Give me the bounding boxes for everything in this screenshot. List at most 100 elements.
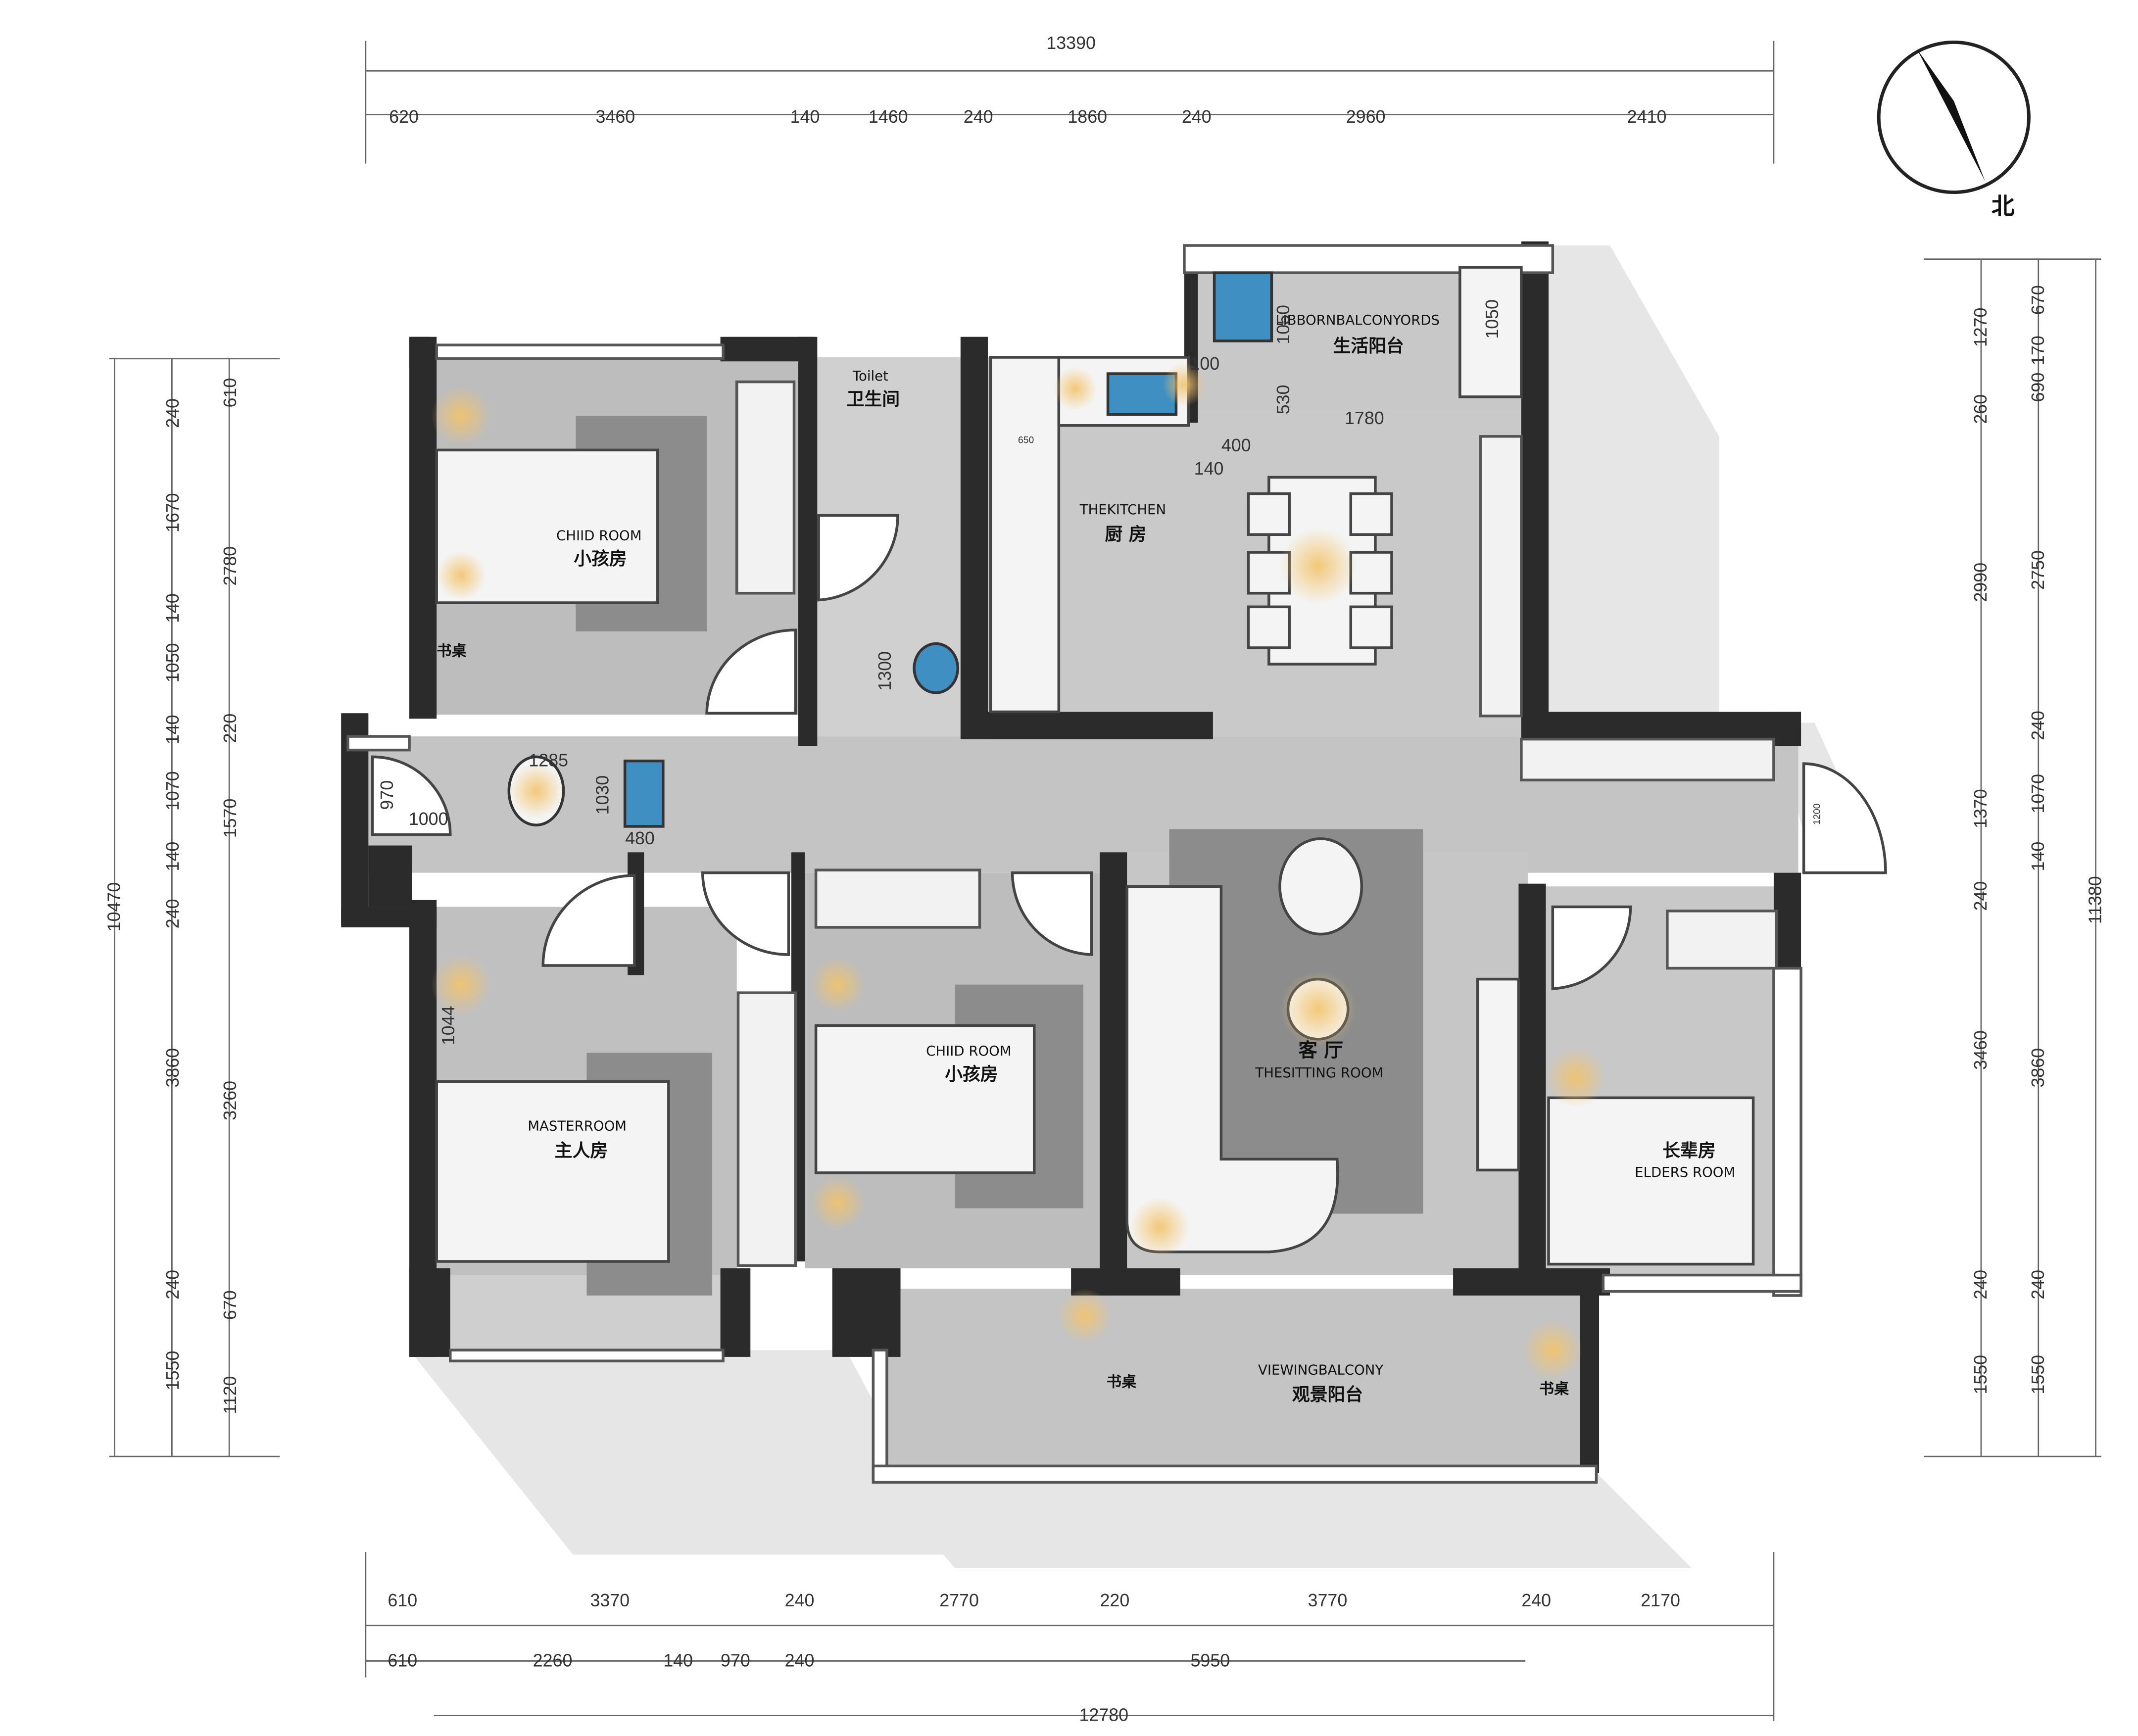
dim-left-outer-7: 240 [163,899,183,928]
dim-left-inner-1: 2780 [220,546,240,586]
child-room-2-en: CHIID ROOM [926,1043,1011,1059]
dim-bottom-1-7: 2170 [1641,1591,1680,1610]
dim-right-inner-0: 1270 [1971,308,1991,347]
dim-int-6: 140 [1194,459,1224,479]
dim-int-14: 1044 [438,1006,458,1045]
dim-bottom-2-2: 140 [663,1650,693,1670]
viewing-balcony-en: VIEWINGBALCONY [1258,1362,1383,1378]
dim-int-13: 480 [625,828,655,848]
dim-int-15: 1200 [1812,804,1823,825]
wardrobes [735,380,1778,1267]
dim-left-outer-6: 140 [163,842,183,871]
bath-sink [623,759,665,828]
dim-right-inner-3: 1370 [1971,789,1991,828]
bed-child-2 [814,1024,1036,1174]
beds [435,448,1755,1266]
dim-bottom-1-1: 3370 [590,1591,630,1610]
dim-bottom-2-5: 5950 [1190,1650,1230,1670]
windows [346,244,1802,1484]
dim-top-7: 2960 [1346,107,1386,127]
living-room-cn: 客 厅 [1298,1040,1343,1062]
dim-right-outer-top-2: 690 [2028,373,2048,402]
dim-top-4: 240 [964,107,993,127]
dim-left-outer-9: 240 [163,1270,183,1300]
compass: 北 [1877,40,2031,220]
tv-cabinet [1476,977,1520,1172]
dim-left-inner-2: 220 [220,714,240,743]
dim-bottom-1-3: 2770 [939,1591,979,1610]
dim-right-inner-1: 260 [1971,394,1991,424]
dim-bottom-2-4: 240 [785,1650,815,1670]
north-label: 北 [1992,193,2015,220]
sofa [1125,885,1339,1254]
dim-right-outer-2: 1070 [2028,774,2048,814]
dim-left-outer-3: 1050 [163,643,183,682]
dim-right-total: 11380 [2086,876,2105,924]
desk-label-2: 书桌 [1107,1374,1137,1391]
dim-right-inner-2: 2990 [1971,563,1991,602]
master-room-cn: 主人房 [555,1141,608,1161]
room-labels: CHIID ROOM 小孩房 Toilet 卫生间 THEKITCHEN 厨 房… [437,312,1735,1405]
dim-left-inner-0: 610 [220,378,240,408]
dim-left-outer-5: 1070 [163,771,183,811]
dim-right-inner-5: 3460 [1971,1030,1991,1070]
dim-int-1: 1050 [1482,299,1502,339]
dim-top-6: 240 [1182,107,1212,127]
dim-left-inner-6: 1120 [220,1376,240,1414]
left-dimension-texts: 10470 240 1670 140 1050 140 1070 140 240… [104,378,240,1414]
dim-left-outer-4: 140 [163,715,183,744]
kitchen-cn: 厨 房 [1105,524,1146,544]
dim-bottom-1-0: 610 [388,1591,417,1610]
living-balcony-cn: 生活阳台 [1333,336,1404,356]
dim-left-inner-5: 670 [220,1290,240,1320]
right-dimension-texts: 1270 260 2990 1370 240 3460 240 1550 670… [1971,285,2105,1394]
wash-basin [913,642,960,694]
child-room-1-en: CHIID ROOM [556,528,641,543]
desk-label-1: 书桌 [437,642,467,660]
bed-elders [1547,1096,1755,1266]
dim-bottom-1-4: 220 [1100,1591,1129,1610]
dim-top-0: 620 [389,107,419,127]
dim-right-outer-top-0: 670 [2028,285,2048,315]
dim-right-outer-0: 2750 [2028,550,2048,590]
dim-bottom-1-6: 240 [1521,1591,1551,1610]
dim-top-8: 2410 [1627,107,1667,127]
dim-bottom-1-5: 3770 [1308,1591,1348,1610]
dimension-lines [109,41,2101,1721]
dim-left-outer-0: 240 [163,398,183,428]
elders-room-cn: 长辈房 [1662,1141,1716,1161]
dim-int-9: 1285 [529,751,568,771]
viewing-balcony-cn: 观景阳台 [1292,1385,1363,1405]
dim-left-total: 10470 [104,882,124,932]
walls [341,241,1801,1473]
dim-top-5: 1860 [1068,107,1107,127]
dim-right-inner-4: 240 [1971,881,1991,911]
dim-bottom-2-0: 610 [388,1650,417,1670]
kitchen-en: THEKITCHEN [1079,502,1166,518]
dim-int-11: 1000 [409,809,448,829]
dim-top-total: 13390 [1046,33,1096,53]
dim-left-outer-8: 3860 [163,1048,183,1088]
child-room-2-cn: 小孩房 [945,1064,998,1085]
dim-int-10: 970 [377,780,397,810]
dim-bottom-1-2: 240 [785,1591,815,1610]
dim-left-inner-3: 1570 [220,799,240,838]
dim-int-8: 1300 [875,651,895,691]
master-room-en: MASTERROOM [528,1118,627,1134]
dim-int-12: 1030 [593,775,613,815]
internal-dimension-texts: 1050 1050 100 530 1780 400 140 650 1300 … [377,299,1823,1045]
dim-right-outer-3: 140 [2028,842,2048,871]
dim-top-2: 140 [790,107,820,127]
dim-right-outer-4: 3860 [2028,1048,2048,1088]
dim-int-7: 650 [1018,435,1034,446]
dim-int-2: 100 [1190,354,1219,374]
elders-room-en: ELDERS ROOM [1635,1164,1735,1180]
dim-int-0: 1050 [1273,305,1293,344]
dim-right-outer-5: 240 [2028,1270,2048,1300]
desk-label-3: 书桌 [1539,1380,1569,1398]
dim-top-3: 1460 [869,107,908,127]
dim-right-outer-6: 1550 [2028,1355,2048,1395]
dim-int-4: 1780 [1345,408,1384,428]
dim-right-inner-7: 1550 [1971,1355,1991,1395]
